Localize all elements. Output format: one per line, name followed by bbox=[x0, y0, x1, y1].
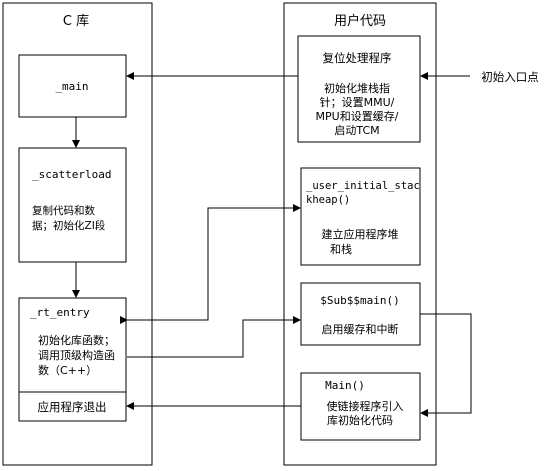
reset-handler-line2: 针；设置MMU/ bbox=[320, 95, 395, 109]
main-box bbox=[18, 54, 127, 118]
exit-label: 应用程序退出 bbox=[38, 400, 107, 414]
stackheap-label-line2: kheap() bbox=[306, 194, 350, 206]
scatterload-desc-line1: 复制代码和数 bbox=[32, 204, 95, 217]
rt-entry-label: _rt_entry bbox=[30, 306, 90, 319]
reset-handler-line4: 启动TCM bbox=[334, 124, 379, 137]
arrow-rt-entry-stackheap bbox=[120, 204, 301, 324]
user-initial-stackheap-box bbox=[300, 167, 421, 266]
scatterload-desc-line2: 据；初始化ZI段 bbox=[32, 219, 106, 232]
main-function-desc-line2: 库初始化代码 bbox=[327, 413, 393, 427]
reset-handler-box bbox=[297, 35, 421, 143]
rt-entry-desc-line2: 调用顶级构造函 bbox=[38, 348, 115, 362]
main-box-label: _main bbox=[55, 80, 88, 93]
sub-main-box bbox=[300, 282, 421, 346]
main-function-box bbox=[300, 372, 421, 441]
entry-point-label: 初始入口点 bbox=[481, 70, 539, 84]
main-function-label: Main() bbox=[325, 379, 365, 392]
c-library-title: C 库 bbox=[63, 13, 89, 29]
sub-main-desc: 启用缓存和中断 bbox=[322, 322, 399, 336]
reset-handler-title: 复位处理程序 bbox=[323, 51, 392, 65]
exit-box bbox=[18, 391, 127, 422]
stackheap-desc-line1: 建立应用程序堆 bbox=[322, 227, 399, 241]
stackheap-label-line1: _user_initial_stac bbox=[306, 180, 420, 192]
reset-handler-line3: MPU和设置缓存/ bbox=[316, 109, 399, 123]
rt-entry-box bbox=[18, 297, 127, 393]
rt-entry-desc-line1: 初始化库函数； bbox=[38, 333, 115, 347]
stackheap-desc-line2: 和栈 bbox=[330, 242, 352, 256]
rt-entry-desc-line3: 数（C++） bbox=[38, 364, 97, 377]
arrow-rt-entry-to-sub-main bbox=[127, 316, 301, 358]
reset-handler-line1: 初始化堆栈指 bbox=[324, 81, 390, 95]
user-code-title: 用户代码 bbox=[334, 13, 386, 29]
scatterload-label: _scatterload bbox=[32, 168, 111, 181]
main-function-desc-line1: 使链接程序引入 bbox=[327, 399, 404, 413]
sub-main-label: $Sub$$main() bbox=[320, 294, 399, 307]
arrow-sub-main-to-main bbox=[420, 313, 472, 417]
scatterload-box bbox=[18, 147, 127, 263]
